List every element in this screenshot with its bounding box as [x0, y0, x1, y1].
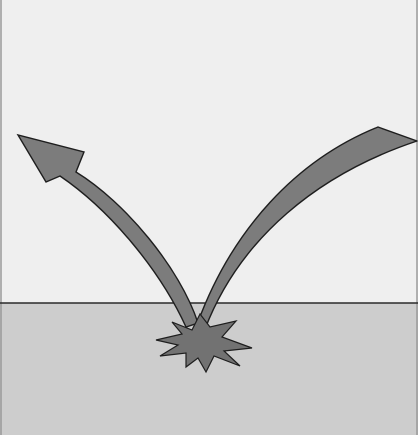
lower-medium-region — [0, 303, 418, 435]
